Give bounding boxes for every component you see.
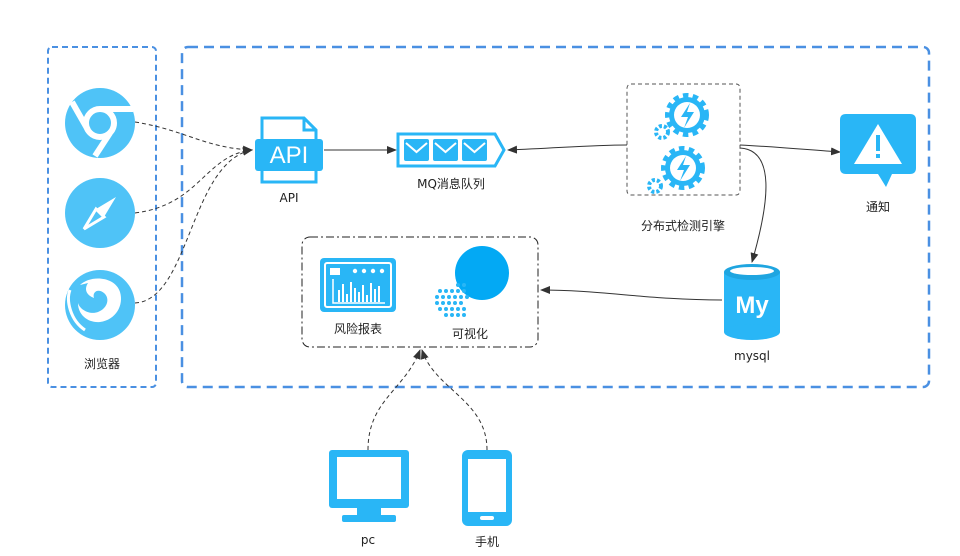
phone-icon	[462, 450, 512, 526]
gear-icon	[647, 146, 705, 194]
report-icon	[320, 258, 396, 312]
alert-icon	[840, 114, 916, 187]
chrome-icon	[65, 88, 135, 158]
mysql-label: mysql	[734, 349, 770, 363]
pc-to-dashboard-connector	[367, 349, 421, 451]
firefox-icon	[65, 270, 135, 340]
api-icon-text: API	[270, 142, 309, 169]
visual-icon	[435, 246, 509, 317]
engine-to-mysql-connector	[739, 147, 767, 263]
mysql-to-dashboard-connector	[540, 286, 723, 301]
phone-to-dashboard-connector	[420, 349, 488, 451]
pc-icon	[329, 450, 409, 522]
gear-icon	[654, 93, 709, 140]
notify-label: 通知	[865, 200, 891, 214]
safari-icon	[65, 178, 135, 248]
visualization-label: 可视化	[451, 327, 489, 341]
mq-label: MQ消息队列	[417, 177, 485, 191]
api-icon	[255, 116, 323, 184]
risk-report-label: 风险报表	[333, 322, 383, 336]
mysql-icon-text: My	[735, 292, 769, 319]
pc-label: pc	[360, 533, 376, 547]
api-label: API	[279, 191, 299, 205]
phone-label: 手机	[474, 535, 500, 549]
system-frame	[180, 45, 931, 389]
firefox-to-api-connector	[134, 147, 253, 304]
engine-to-notify-connector	[739, 144, 841, 156]
mq-icon	[396, 132, 506, 168]
safari-to-api-connector	[134, 146, 253, 214]
chrome-to-api-connector	[134, 121, 253, 154]
engine-frame	[626, 83, 741, 196]
mysql-icon	[724, 264, 780, 340]
dashboard-frame	[301, 236, 539, 348]
engine-label: 分布式检测引擎	[640, 219, 726, 233]
engine-to-mq-connector	[507, 144, 628, 154]
browser-group-frame	[47, 46, 157, 388]
browser-label: 浏览器	[83, 357, 121, 371]
